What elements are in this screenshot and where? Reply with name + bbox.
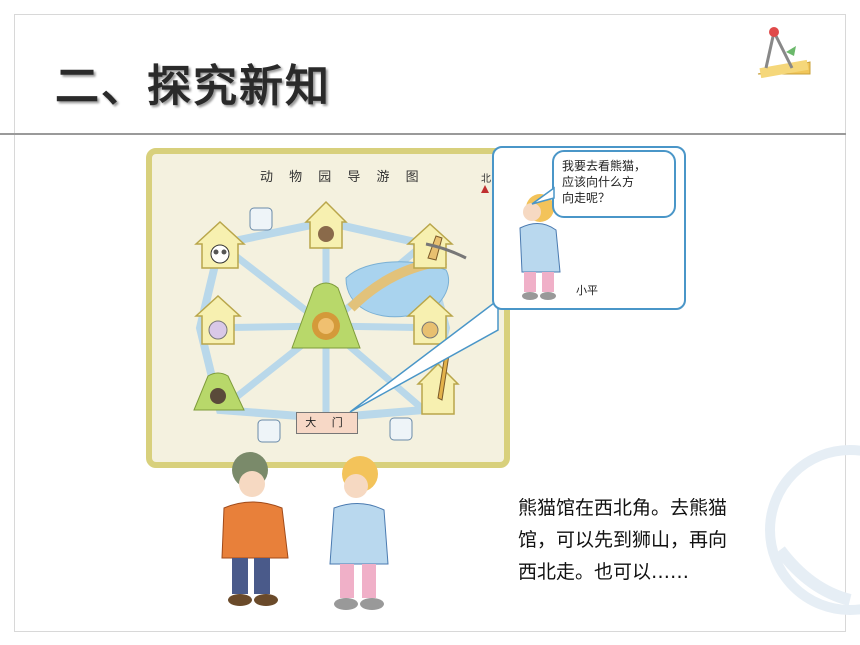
speech-tail bbox=[531, 186, 555, 205]
north-indicator: 北 bbox=[481, 170, 491, 193]
north-arrow-icon bbox=[481, 185, 489, 193]
map-gate: 大 门 bbox=[296, 412, 358, 434]
phone-icon bbox=[258, 420, 280, 442]
speech-line: 我要去看熊猫， bbox=[562, 159, 647, 173]
children-illustration bbox=[221, 452, 389, 610]
character-name: 小平 bbox=[576, 284, 598, 297]
answer-line: 西北走。也可以…… bbox=[518, 561, 690, 583]
slide-frame bbox=[14, 14, 846, 632]
restroom-icon bbox=[250, 208, 272, 230]
map-title: 动 物 园 导 游 图 bbox=[260, 170, 425, 185]
answer-line: 馆，可以先到狮山，再向 bbox=[518, 529, 728, 551]
decorative-hands-watermark bbox=[765, 445, 860, 615]
answer-text: 熊猫馆在西北角。去熊猫 馆，可以先到狮山，再向 西北走。也可以…… bbox=[518, 492, 798, 588]
speech-line: 应该向什么方 bbox=[562, 175, 635, 189]
answer-line: 熊猫馆在西北角。去熊猫 bbox=[518, 497, 728, 519]
north-label: 北 bbox=[481, 174, 491, 185]
map-paths bbox=[193, 200, 467, 443]
compass-logo-icon bbox=[757, 27, 811, 79]
speech-bubble: 我要去看熊猫， 应该向什么方 向走呢？ bbox=[552, 150, 676, 218]
restroom-icon bbox=[390, 418, 412, 440]
callout-pointer bbox=[349, 298, 499, 413]
title-divider bbox=[0, 133, 846, 135]
speech-line: 向走呢？ bbox=[562, 191, 611, 205]
slide-title: 二、探究新知 bbox=[55, 61, 331, 112]
girl-character-icon bbox=[519, 194, 561, 300]
